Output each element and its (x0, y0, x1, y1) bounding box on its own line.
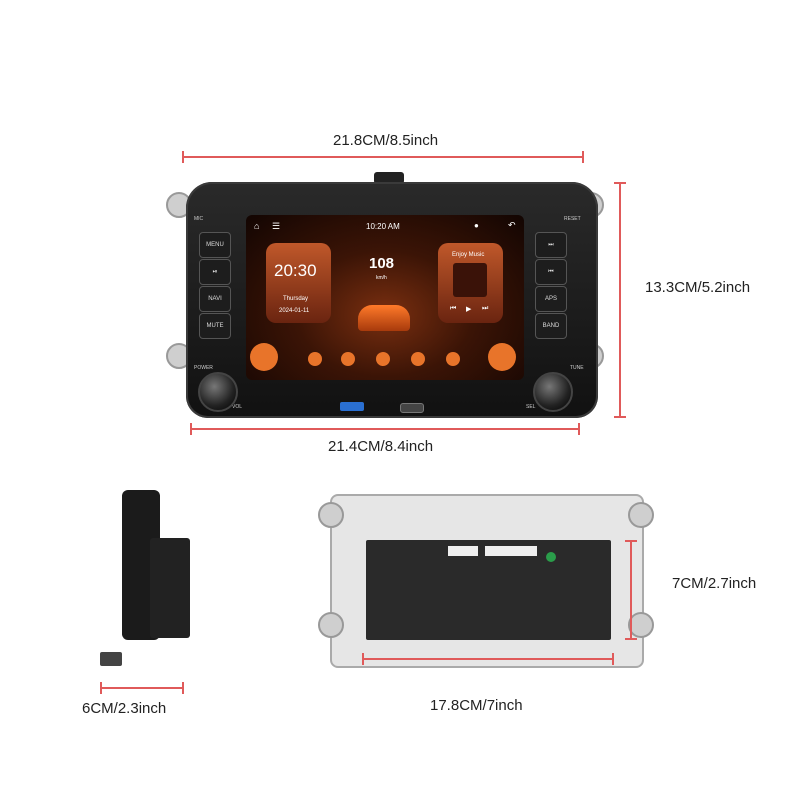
car-image (358, 305, 410, 331)
album-art (453, 263, 487, 297)
mic-label: MIC (194, 216, 204, 222)
front-height-tick-top (614, 182, 626, 184)
music-icon[interactable] (446, 352, 460, 366)
white-connector (448, 546, 478, 556)
speed-value: 108 (369, 255, 395, 272)
prev-track-button[interactable]: ⏮ (535, 259, 567, 285)
side-depth-tick-left (100, 682, 102, 694)
screen-width-label: 21.4CM/8.4inch (328, 438, 434, 455)
music-card[interactable]: Enjoy Music ⏮ ▶ ⏭ (438, 243, 503, 323)
front-width-tick-right (582, 151, 584, 163)
home-icon[interactable]: ⌂ (254, 221, 260, 231)
clock-card[interactable]: 20:30 Thursday 2024-01-11 (266, 243, 331, 323)
front-width-label: 21.8CM/8.5inch (333, 132, 439, 149)
tune-knob[interactable] (533, 372, 573, 412)
sel-label: SEL (526, 404, 536, 410)
gps-connector (546, 552, 556, 562)
chassis-height-tick-top (625, 540, 637, 542)
settings-icon[interactable] (488, 343, 516, 371)
vol-label: VOL (232, 404, 243, 410)
usb-port (340, 402, 364, 411)
clock-day: Thursday (283, 296, 309, 302)
next-icon[interactable]: ⏭ (482, 305, 489, 312)
chassis-height-label: 7CM/2.7inch (672, 575, 757, 592)
chassis-height-tick-bottom (625, 638, 637, 640)
plate-ear (318, 502, 344, 528)
rear-chassis (366, 540, 611, 640)
back-icon[interactable]: ↶ (508, 220, 516, 230)
fan-icon[interactable] (376, 352, 390, 366)
location-icon: ● (474, 221, 479, 230)
side-depth-tick-right (182, 682, 184, 694)
speed-unit: km/h (376, 275, 387, 281)
tune-label: TUNE (570, 365, 584, 371)
side-depth-line (100, 687, 184, 689)
chassis-width-label: 17.8CM/7inch (430, 697, 523, 714)
prev-icon[interactable]: ⏮ (450, 305, 457, 312)
white-connector (485, 546, 537, 556)
plate-ear (628, 502, 654, 528)
front-height-label: 13.3CM/5.2inch (645, 279, 751, 296)
side-depth-label: 6CM/2.3inch (82, 700, 167, 717)
navigation-app-icon[interactable] (250, 343, 278, 371)
front-height-tick-bottom (614, 416, 626, 418)
plate-ear (628, 612, 654, 638)
bluetooth-icon[interactable] (411, 352, 425, 366)
side-view-bracket (150, 538, 190, 638)
screen-width-tick-left (190, 423, 192, 435)
usb-c-port (400, 403, 424, 413)
chassis-width-line (362, 658, 614, 660)
screen-width-tick-right (578, 423, 580, 435)
clock-date: 2024-01-11 (279, 308, 310, 314)
front-width-line (182, 156, 584, 158)
mute-button[interactable]: MUTE (199, 313, 231, 339)
clock-time: 20:30 (274, 261, 317, 280)
plate-ear (318, 612, 344, 638)
aps-button[interactable]: APS (535, 286, 567, 312)
side-connector (100, 652, 122, 666)
car-app-icon[interactable] (341, 352, 355, 366)
play-pause-button[interactable]: ⏯ (199, 259, 231, 285)
top-clip (374, 172, 404, 184)
reset-label: RESET (564, 216, 581, 222)
chassis-width-tick-left (362, 653, 364, 665)
front-height-line (619, 182, 621, 418)
chassis-height-line (630, 540, 632, 640)
play-icon[interactable]: ▶ (466, 306, 472, 313)
phone-icon[interactable] (308, 352, 322, 366)
band-button[interactable]: BAND (535, 313, 567, 339)
chassis-width-tick-right (612, 653, 614, 665)
volume-knob[interactable] (198, 372, 238, 412)
screen-width-line (190, 428, 580, 430)
menu-icon[interactable]: ☰ (272, 221, 281, 231)
menu-button[interactable]: MENU (199, 232, 231, 258)
next-track-button[interactable]: ⏭ (535, 232, 567, 258)
music-title: Enjoy Music (452, 252, 485, 258)
power-label: POWER (194, 365, 213, 371)
navi-button[interactable]: NAVI (199, 286, 231, 312)
front-width-tick-left (182, 151, 184, 163)
status-time: 10:20 AM (366, 222, 400, 231)
touch-screen[interactable]: ⌂ ☰ 10:20 AM ● ↶ 20:30 Thursday 2024-01-… (246, 215, 524, 380)
